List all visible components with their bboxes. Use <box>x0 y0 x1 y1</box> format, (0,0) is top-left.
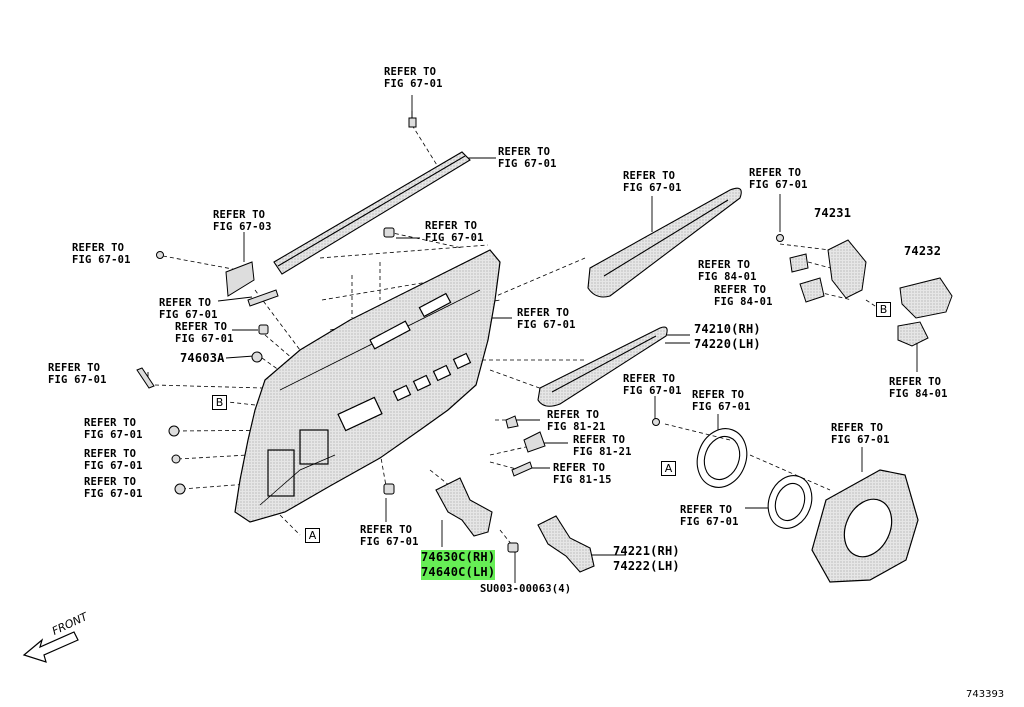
refer-label: REFER TO FIG 84-01 <box>889 376 948 400</box>
part-number-74210: 74210(RH) <box>694 322 761 336</box>
callout-a: A <box>661 461 676 476</box>
refer-label: REFER TO FIG 81-21 <box>573 434 632 458</box>
refer-label: REFER TO FIG 67-01 <box>159 297 218 321</box>
refer-label: REFER TO FIG 67-03 <box>213 209 272 233</box>
speaker-grille <box>811 469 919 583</box>
callout-a: A <box>305 528 320 543</box>
refer-label: REFER TO FIG 67-01 <box>84 448 143 472</box>
refer-label: REFER TO FIG 67-01 <box>623 373 682 397</box>
part-number-74231: 74231 <box>814 206 852 220</box>
upper-trim-74210 <box>587 187 742 298</box>
part-number-74220: 74220(LH) <box>694 337 761 351</box>
door-trim-panel <box>234 249 501 523</box>
refer-label: REFER TO FIG 81-15 <box>553 462 612 486</box>
part-number-su003: SU003-00063(4) <box>480 583 572 595</box>
top-clip <box>408 111 417 128</box>
refer-label: REFER TO FIG 67-01 <box>517 307 576 331</box>
refer-label: REFER TO FIG 81-21 <box>547 409 606 433</box>
refer-label: REFER TO FIG 67-01 <box>72 242 131 266</box>
refer-label: REFER TO FIG 67-01 <box>425 220 484 244</box>
refer-label: REFER TO FIG 67-01 <box>498 146 557 170</box>
refer-label: REFER TO FIG 67-01 <box>831 422 890 446</box>
part-number-74221: 74221(RH) <box>613 544 680 558</box>
switch-parts-right <box>776 234 953 347</box>
refer-label: REFER TO FIG 67-01 <box>175 321 234 345</box>
refer-label: REFER TO FIG 67-01 <box>384 66 443 90</box>
refer-label: REFER TO FIG 67-01 <box>84 476 143 500</box>
part-number-74630c: 74630C(RH) <box>421 550 496 565</box>
speaker-ring-lower <box>767 475 813 529</box>
refer-label: REFER TO FIG 67-01 <box>360 524 419 548</box>
callout-b: B <box>212 395 227 410</box>
clip-right <box>652 418 660 426</box>
part-number-74640c: 74640C(LH) <box>421 565 496 580</box>
refer-label: REFER TO FIG 67-01 <box>84 417 143 441</box>
speaker-ring-upper <box>696 428 748 488</box>
bracket-74630c <box>435 477 493 537</box>
refer-label: REFER TO FIG 67-01 <box>692 389 751 413</box>
callout-b: B <box>876 302 891 317</box>
part-number-74603a: 74603A <box>180 351 225 365</box>
figure-id: 743393 <box>966 689 1005 700</box>
window-run-channel <box>273 151 471 275</box>
refer-label: REFER TO FIG 67-01 <box>749 167 808 191</box>
refer-label: REFER TO FIG 67-01 <box>48 362 107 386</box>
leader-lines <box>147 95 918 583</box>
screw-su003 <box>507 542 519 553</box>
center-brackets <box>505 415 546 477</box>
fasteners-left <box>136 227 395 495</box>
refer-label: REFER TO FIG 67-01 <box>623 170 682 194</box>
refer-label: REFER TO FIG 67-01 <box>680 504 739 528</box>
part-number-74232: 74232 <box>904 244 942 258</box>
bracket-74221 <box>537 515 595 573</box>
upper-trim-74220 <box>537 326 668 407</box>
refer-label: REFER TO FIG 84-01 <box>714 284 773 308</box>
refer-label: REFER TO FIG 84-01 <box>698 259 757 283</box>
front-arrow-icon <box>22 631 79 663</box>
part-number-74222: 74222(LH) <box>613 559 680 573</box>
